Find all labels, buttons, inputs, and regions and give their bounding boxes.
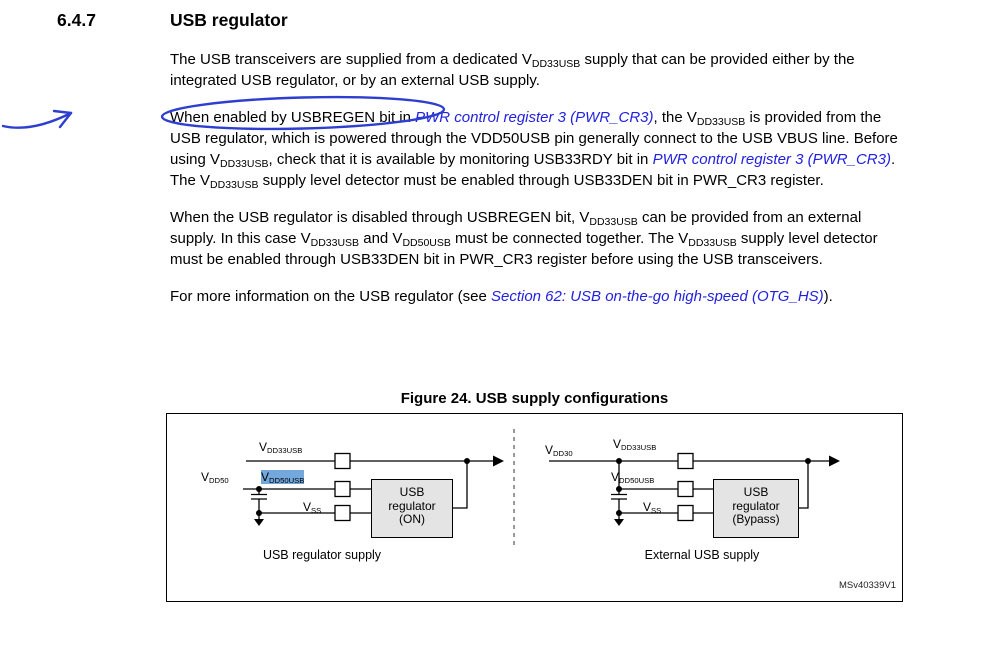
- label-vdd50usb-left-highlighted[interactable]: VDD50USB: [261, 470, 305, 486]
- circuit-diagram: [243, 429, 840, 546]
- pin-square: [677, 452, 694, 470]
- subscript-run: DD33USB: [220, 158, 269, 171]
- text-run: and V: [359, 230, 403, 247]
- label-vss-left: VSS: [303, 500, 322, 516]
- paragraph-1: The USB transceivers are supplied from a…: [170, 49, 907, 91]
- annotation-arrow-head: [52, 109, 73, 129]
- subscript-run: DD33USB: [589, 216, 638, 229]
- figure-24-usb-supply: VDD33USB VDD50 VDD50USB VSS USB regulato…: [166, 413, 903, 602]
- subscript-run: DD50USB: [269, 476, 305, 486]
- right-pins: [677, 452, 694, 522]
- text-run: supply level detector must be enabled th…: [170, 230, 878, 268]
- subscript-run: DD33USB: [310, 237, 360, 250]
- text-run: When enabled by USBREGEN bit in: [170, 109, 416, 126]
- subscript-run: DD50USB: [402, 237, 451, 250]
- text-run: V: [259, 440, 268, 454]
- junction-dot: [805, 458, 811, 464]
- text-run: V: [613, 437, 622, 451]
- text-run: When the USB regulator is disabled throu…: [170, 209, 590, 226]
- signal-arrow-right-icon: [493, 455, 504, 467]
- text-run: . The V: [170, 151, 896, 189]
- subscript-run: DD50: [209, 476, 229, 486]
- text-run: V: [261, 470, 270, 484]
- text-run: can be provided from an external supply.…: [170, 209, 862, 247]
- doc-link[interactable]: PWR control register 3 (PWR_CR3): [415, 109, 654, 126]
- junction-dot: [616, 510, 622, 516]
- text-run: ).: [823, 288, 833, 305]
- junction-dot: [616, 458, 622, 464]
- capacitor-icon: [251, 489, 267, 513]
- junction-dot: [464, 458, 470, 464]
- subscript-run: DD33USB: [696, 116, 746, 129]
- subscript-run: DD33USB: [621, 443, 657, 453]
- figure-caption: Figure 24. USB supply configurations: [400, 390, 669, 407]
- pin-square: [334, 504, 351, 522]
- subscript-run: DD50USB: [619, 476, 655, 486]
- subscript-run: SS: [311, 506, 322, 516]
- pin-square: [677, 504, 694, 522]
- section-heading: 6.4.7 USB regulator: [57, 10, 288, 31]
- label-vdd33usb-right: VDD33USB: [613, 437, 657, 453]
- junction-dot: [256, 486, 262, 492]
- ground-arrow-down-icon: [254, 519, 264, 526]
- section-number: 6.4.7: [57, 10, 96, 30]
- subscript-run: DD33USB: [531, 58, 581, 71]
- left-junctions: [254, 455, 504, 526]
- text-run: must be connected together. The V: [450, 230, 689, 247]
- junction-dot: [256, 510, 262, 516]
- pin-square: [334, 480, 351, 498]
- right-diagram-caption: External USB supply: [644, 548, 760, 562]
- subscript-run: SS: [651, 506, 662, 516]
- label-vdd50: VDD50: [201, 470, 229, 486]
- usb-regulator-bypass-label: USB regulator (Bypass): [732, 485, 780, 526]
- label-vdd50usb-right: VDD50USB: [611, 470, 655, 486]
- left-diagram-caption: USB regulator supply: [262, 548, 382, 562]
- text-run: , the V: [653, 109, 697, 126]
- text-run: supply level detector must be enabled th…: [258, 172, 824, 189]
- text-run: V: [303, 500, 312, 514]
- left-pins: [334, 452, 351, 522]
- text-run: V: [201, 470, 210, 484]
- text-run: For more information on the USB regulato…: [170, 288, 491, 305]
- usb-regulator-on-box: USB regulator (ON): [371, 479, 453, 538]
- subscript-run: DD33USB: [688, 237, 737, 250]
- subscript-run: DD33USB: [210, 179, 259, 192]
- signal-arrow-right-icon: [829, 455, 840, 467]
- figure-watermark: MSv40339V1: [838, 580, 896, 591]
- ground-arrow-down-icon: [614, 519, 624, 526]
- pin-square: [334, 452, 351, 470]
- subscript-run: DD30: [553, 449, 573, 459]
- text-run: supply that can be provided either by th…: [170, 51, 855, 89]
- junction-dot: [616, 486, 622, 492]
- capacitor-icon: [611, 461, 627, 513]
- text-run: V: [643, 500, 652, 514]
- text-run: V: [611, 470, 620, 484]
- text-run: , check that it is available by monitori…: [268, 151, 653, 168]
- label-vss-right: VSS: [643, 500, 662, 516]
- usb-regulator-bypass-box: USB regulator (Bypass): [713, 479, 799, 538]
- body-text: The USB transceivers are supplied from a…: [170, 49, 907, 323]
- text-run: V: [545, 443, 554, 457]
- label-vdd30: VDD30: [545, 443, 573, 459]
- text-run: is provided from the USB regulator, whic…: [170, 109, 898, 168]
- subscript-run: DD33USB: [267, 446, 303, 456]
- annotation-arrow-shaft: [1, 111, 73, 129]
- right-junctions: [614, 455, 840, 526]
- section-title: USB regulator: [170, 10, 288, 30]
- doc-link[interactable]: PWR control register 3 (PWR_CR3): [652, 151, 891, 168]
- paragraph-2: When enabled by USBREGEN bit in PWR cont…: [170, 107, 907, 191]
- text-run: The USB transceivers are supplied from a…: [170, 51, 532, 68]
- usb-regulator-on-label: USB regulator (ON): [388, 485, 436, 526]
- pin-square: [677, 480, 694, 498]
- doc-link[interactable]: Section 62: USB on-the-go high-speed (OT…: [490, 288, 824, 305]
- paragraph-4: For more information on the USB regulato…: [170, 286, 907, 307]
- paragraph-3: When the USB regulator is disabled throu…: [170, 207, 907, 270]
- label-vdd33usb-left: VDD33USB: [259, 440, 303, 456]
